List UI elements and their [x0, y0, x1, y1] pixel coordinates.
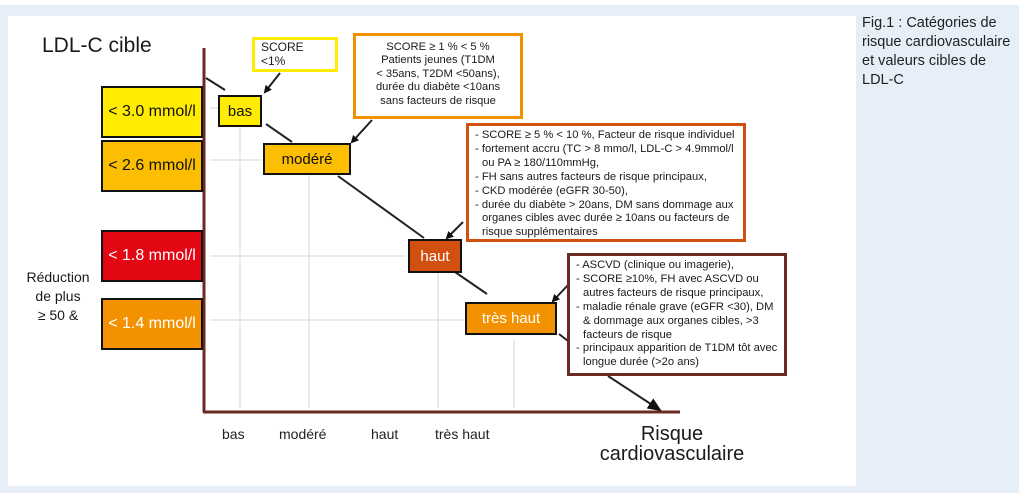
x-axis-title-line2: cardiovasculaire [599, 443, 745, 465]
target-2-6-label: < 2.6 mmol/l [108, 157, 196, 174]
x-tick-modere: modéré [279, 426, 327, 442]
note-modere-line3: < 35ans, T2DM <50ans), [376, 67, 500, 80]
figure-caption: Fig.1 : Catégories de risque cardiovascu… [862, 15, 1011, 88]
category-modere: modéré [263, 143, 351, 175]
target-1-8-label: < 1.8 mmol/l [108, 247, 196, 264]
target-1-4-label: < 1.4 mmol/l [108, 315, 196, 332]
path-bas-to-modere [265, 123, 293, 143]
note-haut-item: CKD modérée (eGFR 30-50), [475, 185, 737, 199]
target-2-6: < 2.6 mmol/l [101, 140, 203, 192]
callout-arrow-bas [263, 72, 281, 94]
target-1-4: < 1.4 mmol/l [101, 298, 203, 350]
x-axis-title-line1: Risque [640, 423, 704, 445]
callout-arrow-tres-haut [551, 284, 569, 303]
note-bas: SCORE <1% [252, 37, 338, 72]
note-haut: SCORE ≥ 5 % < 10 %, Facteur de risque in… [466, 123, 746, 242]
path-start-to-bas [205, 77, 226, 91]
x-tick-tres-haut: très haut [435, 426, 490, 442]
reduction-note-line2: de plus [35, 288, 81, 304]
note-haut-item: SCORE ≥ 5 % < 10 %, Facteur de risque in… [475, 129, 737, 143]
note-haut-item: fortement accru (TC > 8 mmo/l, LDL-C > 4… [475, 143, 737, 171]
target-3-0-label: < 3.0 mmol/l [108, 103, 196, 120]
note-bas-line: SCORE <1% [261, 39, 304, 68]
note-haut-item: FH sans autres facteurs de risque princi… [475, 171, 737, 185]
category-haut-label: haut [420, 247, 450, 265]
note-modere-line2: Patients jeunes (T1DM [381, 54, 495, 67]
note-haut-item: durée du diabète > 20ans, DM sans dommag… [475, 199, 737, 241]
note-tres-haut-item: ASCVD (clinique ou imagerie), [576, 259, 778, 273]
category-bas-label: bas [227, 102, 253, 120]
category-tres-haut: très haut [465, 302, 557, 335]
callout-arrow-modere [350, 119, 373, 144]
callout-link-tres-haut [558, 333, 569, 342]
category-bas: bas [218, 95, 262, 127]
x-tick-haut: haut [371, 426, 399, 442]
reduction-note: Réduction de plus ≥ 50 & [20, 268, 96, 325]
note-tres-haut: ASCVD (clinique ou imagerie), SCORE ≥10%… [567, 253, 787, 376]
path-tres-haut-to-end [607, 375, 662, 412]
note-modere: SCORE ≥ 1 % < 5 % Patients jeunes (T1DM … [353, 33, 523, 119]
reduction-note-line3: ≥ 50 & [37, 307, 79, 323]
reduction-note-line1: Réduction [26, 269, 90, 285]
x-tick-bas: bas [222, 426, 245, 442]
category-haut: haut [408, 239, 462, 273]
y-axis-title: LDL-C cible [42, 34, 152, 57]
category-modere-label: modéré [281, 150, 333, 168]
x-axis-title: Risque cardiovasculaire [596, 424, 748, 464]
category-tres-haut-label: très haut [481, 310, 541, 327]
callout-arrow-haut [445, 221, 464, 240]
note-tres-haut-item: principaux apparition de T1DM tôt avec l… [576, 342, 778, 370]
target-1-8: < 1.8 mmol/l [101, 230, 203, 282]
target-3-0: < 3.0 mmol/l [101, 86, 203, 138]
path-modere-to-haut [337, 175, 425, 239]
note-tres-haut-item: maladie rénale grave (eGFR <30), DM & do… [576, 301, 778, 343]
path-haut-to-tres-haut [454, 271, 488, 295]
note-modere-line5: sans facteurs de risque [380, 94, 496, 107]
note-modere-line1: SCORE ≥ 1 % < 5 % [386, 41, 490, 53]
note-modere-line4: durée du diabète <10ans [375, 81, 501, 94]
note-tres-haut-item: SCORE ≥10%, FH avec ASCVD ou autres fact… [576, 273, 778, 301]
